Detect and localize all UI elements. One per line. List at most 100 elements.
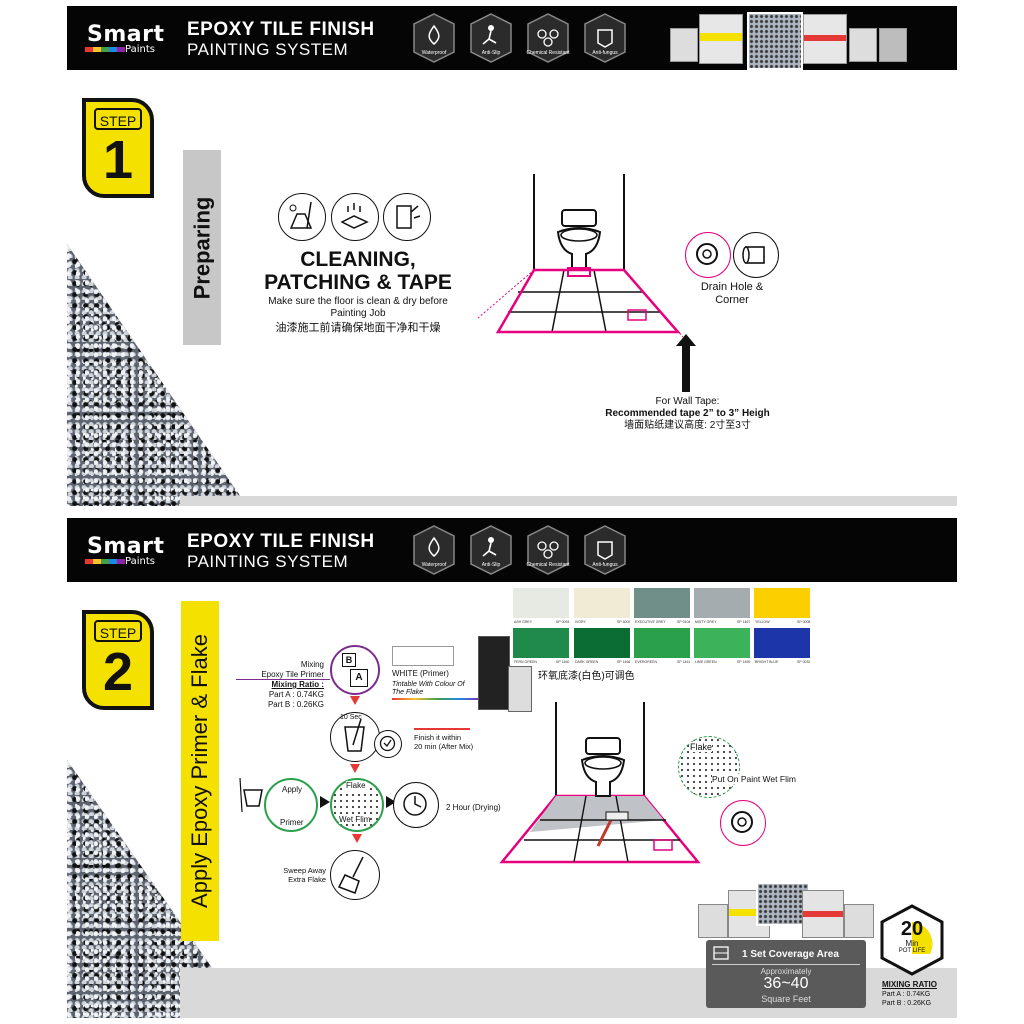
coverage-panel: 1 Set Coverage Area Approximately 36~40 … xyxy=(706,940,866,1008)
product-image xyxy=(670,28,698,62)
anti-slip-badge-icon: Anti-Slip xyxy=(469,524,513,576)
product-set-image xyxy=(698,882,878,938)
drying-clock-icon xyxy=(393,782,439,828)
drain-line2: Corner xyxy=(715,294,749,306)
banner-subtitle: PAINTING SYSTEM xyxy=(187,552,349,571)
chemical-resistant-badge-icon: Chemical Resistant xyxy=(526,12,570,64)
chemical-resistant-badge-icon: Chemical Resistant xyxy=(526,524,570,576)
banner-subtitle: PAINTING SYSTEM xyxy=(187,40,349,59)
bathroom-floor-illustration xyxy=(477,174,684,338)
bathroom-flake-illustration xyxy=(499,702,701,864)
swatch-name: LIME GREEN xyxy=(695,660,717,664)
swatch-lime-green xyxy=(694,628,750,658)
product-image xyxy=(699,14,743,64)
brand-logo: Smart xyxy=(87,22,165,47)
finish-line1: Finish it within xyxy=(414,733,462,742)
tape-icon xyxy=(383,193,431,241)
apply-label: Apply xyxy=(282,785,303,794)
flake-sample-image xyxy=(756,882,810,926)
product-image xyxy=(879,28,907,62)
swatch-code: SP 1467 xyxy=(737,620,751,624)
waterproof-badge-icon: Waterproof xyxy=(412,12,456,64)
step1-description: Make sure the floor is clean & dry befor… xyxy=(252,296,464,334)
swatch-name: EXECUTIVE GREY xyxy=(635,620,666,624)
brand-sub: Paints xyxy=(125,44,155,55)
tape-line1: For Wall Tape: xyxy=(655,396,720,407)
mixing-line1: Mixing xyxy=(300,660,324,669)
pot-life-label: POT LIFE xyxy=(898,948,926,954)
anti-fungus-badge-icon: Anti-fungus xyxy=(583,12,627,64)
timer-icon xyxy=(374,730,402,758)
mixing-line2: Epoxy Tile Primer xyxy=(261,670,324,679)
product-image xyxy=(698,904,728,938)
step1-side-label: Preparing xyxy=(183,150,221,345)
product-image xyxy=(802,890,844,938)
product-image xyxy=(844,904,874,938)
swatch-ash-grey xyxy=(513,588,569,618)
step-word: STEP xyxy=(94,108,142,130)
swatch-code: SP 0032 xyxy=(797,660,811,664)
swatch-code: SP 1466 xyxy=(617,660,631,664)
anti-fungus-badge-icon: Anti-fungus xyxy=(583,524,627,576)
mixing-ratio-label: Mixing Ratio : xyxy=(271,680,324,689)
mixing-divider xyxy=(236,679,330,680)
product-image xyxy=(803,14,847,64)
step-number: 2 xyxy=(102,642,134,702)
badge-label: Waterproof xyxy=(421,562,447,568)
step1-banner: Smart Paints EPOXY TILE FINISH PAINTING … xyxy=(67,6,957,70)
flow-arrow-icon xyxy=(386,796,396,808)
badge-label: Chemical Resistant xyxy=(526,562,570,568)
swatch-code: SP 0104 xyxy=(677,620,691,624)
swatch-executive-grey xyxy=(634,588,690,618)
tape-roll-icon xyxy=(685,232,731,278)
badge-label: Chemical Resistant xyxy=(526,50,570,56)
finish-line2: 20 min (After Mix) xyxy=(414,742,474,751)
mixing-ratio-title: MIXING RATIO xyxy=(882,980,937,989)
swatch-ivory xyxy=(574,588,630,618)
coverage-approx: Approximately xyxy=(760,967,812,976)
swatch-code: SP 1459 xyxy=(737,660,751,664)
sweep-line1: Sweep Away xyxy=(283,866,326,875)
heading-line1: CLEANING, xyxy=(300,248,416,271)
ratio-part-b: Part B : 0.26KG xyxy=(882,1000,932,1007)
drain-label: Drain Hole & Corner xyxy=(680,281,784,307)
bottom-strip xyxy=(180,496,957,506)
rainbow-bar xyxy=(392,698,482,700)
swatch-fern-green xyxy=(513,628,569,658)
sweep-note: Sweep Away Extra Flake xyxy=(268,866,326,884)
banner-title: EPOXY TILE FINISH xyxy=(187,19,375,40)
flake-label: Flake xyxy=(346,781,366,790)
desc-line1: Make sure the floor is clean & dry befor… xyxy=(268,296,448,307)
primer-can-image xyxy=(508,666,532,712)
paper-roll-icon xyxy=(733,232,779,278)
badge-label: Anti-fungus xyxy=(592,562,618,568)
bucket-a-label: A xyxy=(350,669,368,687)
swatch-name: MISTY GREY xyxy=(695,620,717,624)
tint-note: Tintable With Colour Of The Flake xyxy=(392,681,465,697)
swatch-bright-blue xyxy=(754,628,810,658)
wet-film-label: Wet Flim xyxy=(339,815,371,824)
badge-label: Anti-Slip xyxy=(481,50,501,56)
swatch-name: FERN GREEN xyxy=(514,660,537,664)
tape-cn: 墙面贴纸建议高度: 2寸至3寸 xyxy=(624,420,751,431)
brand-logo: Smart xyxy=(87,534,165,559)
swatch-name: IVORY xyxy=(575,620,586,624)
step2-badge: STEP 2 xyxy=(82,610,154,710)
tape-line2: Recommended tape 2” to 3” Heigh xyxy=(605,408,770,419)
step-word: STEP xyxy=(94,620,142,642)
coverage-icon xyxy=(713,946,729,960)
heading-line2: PATCHING & TAPE xyxy=(264,271,452,294)
callout-flake: Flake xyxy=(690,742,713,752)
swatch-name: YELLOW xyxy=(755,620,770,624)
finish-red-bar xyxy=(414,728,470,730)
part-b: Part B : 0.26KG xyxy=(267,700,324,709)
anti-slip-badge-icon: Anti-Slip xyxy=(469,12,513,64)
primer-label: Primer xyxy=(280,818,304,827)
callout-put-on: Put On Paint Wet Flim xyxy=(712,774,796,784)
broom-icon xyxy=(330,850,380,900)
flow-arrow-icon xyxy=(350,696,360,705)
patching-icon xyxy=(331,193,379,241)
brand-color-bar xyxy=(85,559,125,564)
swatch-code: SP 4002 xyxy=(617,620,631,624)
tint-machine-image xyxy=(478,636,510,710)
